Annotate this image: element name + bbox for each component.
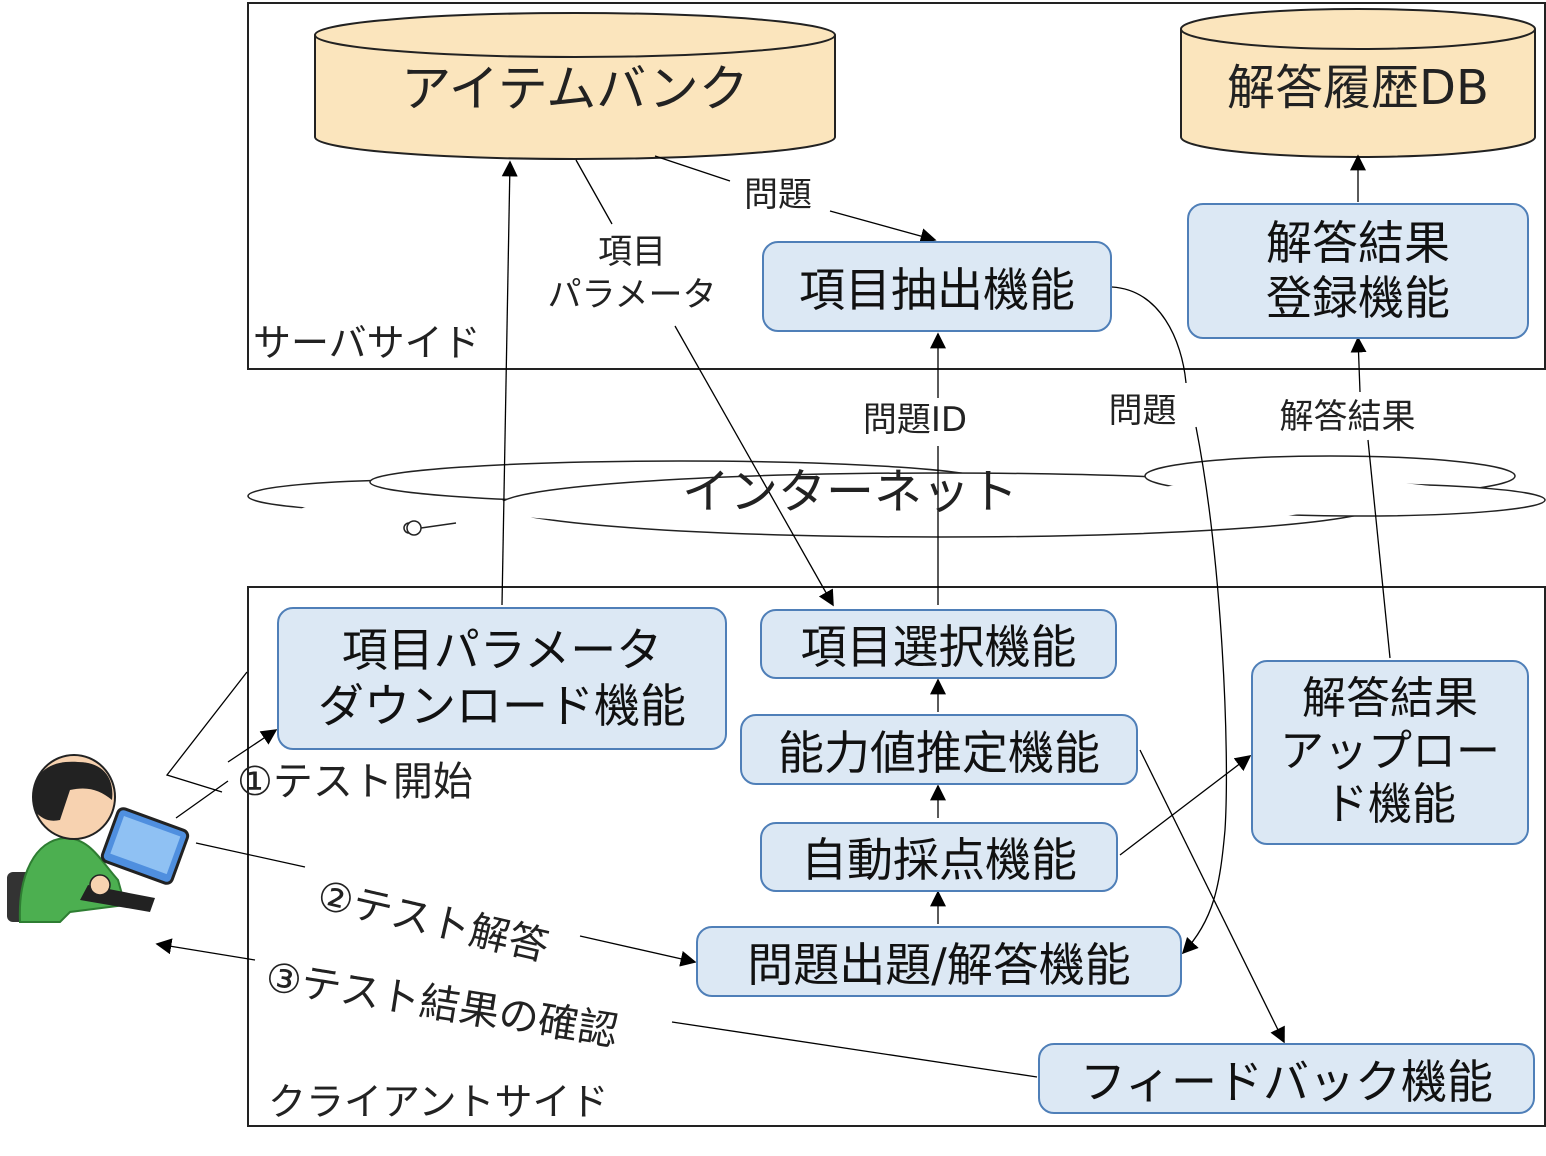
internet-cloud	[247, 455, 1546, 538]
answer-result-flow-label: 解答結果	[1279, 397, 1416, 437]
result-register-function-box: 解答結果 登録機能	[1187, 203, 1529, 339]
question-id-flow-label: 問題ID	[862, 400, 968, 440]
result-upload-function-box: 解答結果 アップロー ド機能	[1251, 660, 1529, 845]
item-extract-function-box: 項目抽出機能	[762, 241, 1112, 332]
answer-db-label: 解答履歴DB	[1227, 60, 1489, 116]
server-side-label: サーバサイド	[253, 321, 481, 365]
answer-history-database	[1180, 8, 1536, 158]
client-side-label: クライアントサイド	[268, 1080, 609, 1124]
question-answer-function-box: 問題出題/解答機能	[696, 926, 1182, 997]
question-flow-label: 問題	[744, 175, 812, 215]
server-side-zone	[247, 2, 1546, 370]
internet-label: インターネット	[681, 464, 1018, 520]
step-test-start-label: ①テスト開始	[237, 759, 473, 805]
user-illustration	[7, 754, 190, 923]
client-side-zone	[247, 586, 1546, 1127]
item-bank-label: アイテムバンク	[401, 60, 749, 118]
ability-estimate-function-box: 能力値推定機能	[740, 714, 1138, 785]
auto-scoring-function-box: 自動採点機能	[760, 822, 1118, 892]
item-parameters-flow-label: 項目 パラメータ	[547, 232, 717, 315]
param-download-function-box: 項目パラメータ ダウンロード機能	[277, 607, 727, 750]
question-download-flow-label: 問題	[1108, 391, 1177, 431]
item-select-function-box: 項目選択機能	[760, 609, 1117, 679]
item-bank-database	[314, 12, 836, 160]
feedback-function-box: フィードバック機能	[1038, 1043, 1535, 1114]
